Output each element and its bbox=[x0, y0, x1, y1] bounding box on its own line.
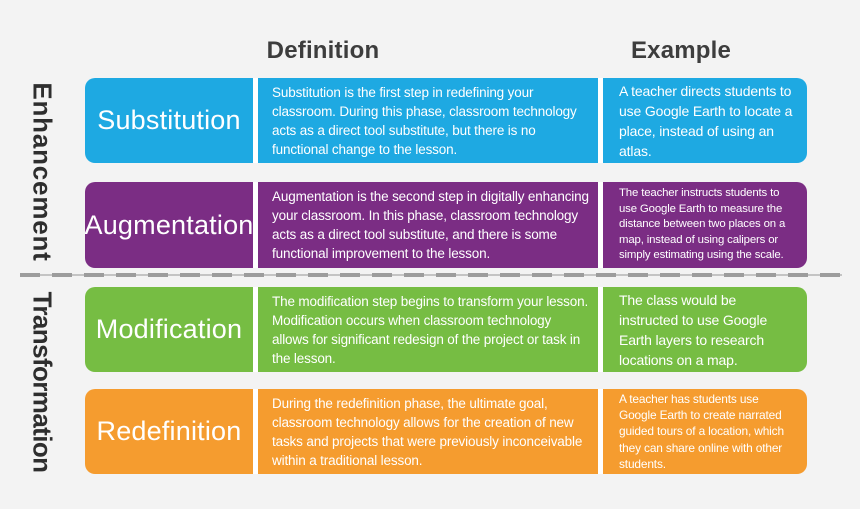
row-substitution: Substitution Substitution is the first s… bbox=[85, 78, 807, 163]
side-label-enhancement: Enhancement bbox=[27, 82, 58, 262]
enhancement-transformation-dashed-divider bbox=[20, 273, 842, 277]
row-redefinition-definition: During the redefinition phase, the ultim… bbox=[258, 389, 598, 474]
row-modification-example: The class would be instructed to use Goo… bbox=[603, 287, 807, 372]
row-redefinition: Redefinition During the redefinition pha… bbox=[85, 389, 807, 474]
row-augmentation-example: The teacher instructs students to use Go… bbox=[603, 182, 807, 268]
row-augmentation: Augmentation Augmentation is the second … bbox=[85, 182, 807, 268]
row-augmentation-title: Augmentation bbox=[85, 182, 253, 268]
row-substitution-definition: Substitution is the first step in redefi… bbox=[258, 78, 598, 163]
row-redefinition-title: Redefinition bbox=[85, 389, 253, 474]
row-modification-definition: The modification step begins to transfor… bbox=[258, 287, 598, 372]
row-modification: Modification The modification step begin… bbox=[85, 287, 807, 372]
row-augmentation-definition: Augmentation is the second step in digit… bbox=[258, 182, 598, 268]
row-substitution-example: A teacher directs students to use Google… bbox=[603, 78, 807, 163]
side-label-transformation: Transformation bbox=[27, 291, 58, 473]
column-header-definition: Definition bbox=[266, 37, 380, 64]
column-header-example: Example bbox=[630, 37, 732, 64]
row-substitution-title: Substitution bbox=[85, 78, 253, 163]
row-redefinition-example: A teacher has students use Google Earth … bbox=[603, 389, 807, 474]
row-modification-title: Modification bbox=[85, 287, 253, 372]
